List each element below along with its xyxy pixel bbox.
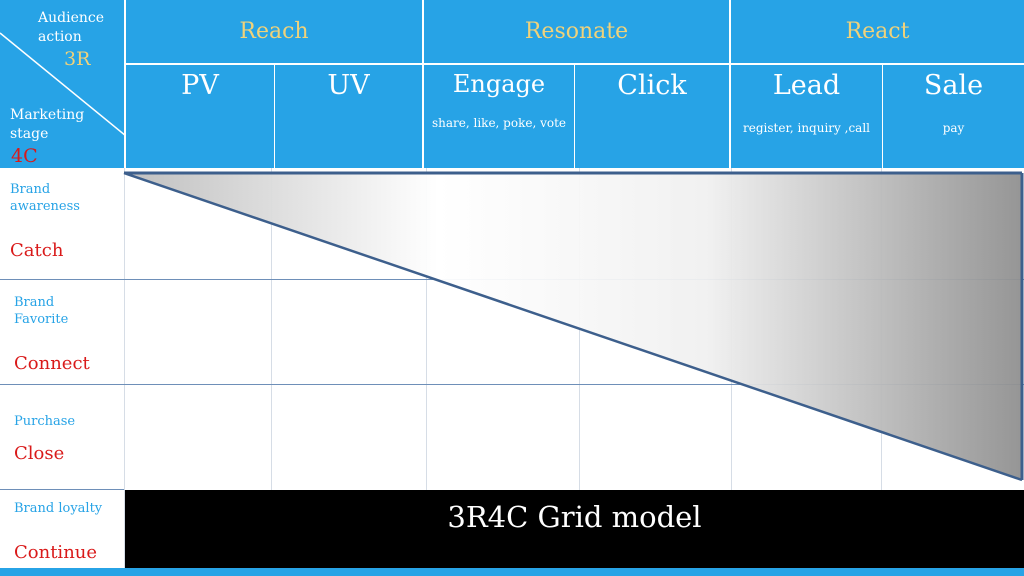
title-bar xyxy=(125,490,1024,568)
group-resonate: Resonate xyxy=(524,19,629,44)
column-engage: Engage xyxy=(452,70,546,98)
grid-line-v0 xyxy=(124,168,125,568)
row-c-connect: Connect xyxy=(14,353,90,374)
grid-line-v1 xyxy=(271,168,272,490)
grid-line-h2 xyxy=(0,384,1024,385)
row-stage-brand-favorite: Brand Favorite xyxy=(14,295,69,327)
header-divider-engage-click xyxy=(574,64,575,168)
row-stage-brand-awareness: Brand awareness xyxy=(10,182,80,214)
corner-3r-label: 3R xyxy=(64,48,91,70)
column-lead-sub: register, inquiry ,call xyxy=(743,121,870,135)
row-c-catch: Catch xyxy=(10,240,64,261)
column-pv: PV xyxy=(181,70,219,101)
header-divider-resonate-react xyxy=(729,0,731,168)
grid-line-h3 xyxy=(0,489,124,490)
column-engage-sub: share, like, poke, vote xyxy=(431,116,567,130)
bottom-accent-bar xyxy=(0,568,1024,576)
group-reach: Reach xyxy=(239,19,309,44)
row-c-continue: Continue xyxy=(14,542,98,563)
corner-4c-label: 4C xyxy=(11,145,38,167)
header-divider-pv-uv xyxy=(274,64,275,168)
corner-audience-action-label: Audience action xyxy=(38,10,104,45)
column-lead: Lead xyxy=(772,70,841,101)
row-stage-brand-loyalty: Brand loyalty xyxy=(14,501,103,516)
column-sale-sub: pay xyxy=(942,121,965,135)
header-divider-reach-resonate xyxy=(422,0,424,168)
diagram-title: 3R4C Grid model xyxy=(447,500,702,534)
column-sale: Sale xyxy=(923,70,984,101)
header-band xyxy=(0,0,1024,168)
corner-diagonal xyxy=(0,32,126,137)
row-stage-purchase: Purchase xyxy=(14,414,76,429)
corner-marketing-stage-label: Marketing stage xyxy=(10,107,85,142)
header-divider-lead-sale xyxy=(882,64,883,168)
row-c-close: Close xyxy=(14,443,65,464)
group-react: React xyxy=(845,19,910,44)
header-divider-left xyxy=(124,0,126,168)
grid-line-v2 xyxy=(426,168,427,490)
column-uv: UV xyxy=(327,70,370,101)
column-click: Click xyxy=(617,70,687,101)
